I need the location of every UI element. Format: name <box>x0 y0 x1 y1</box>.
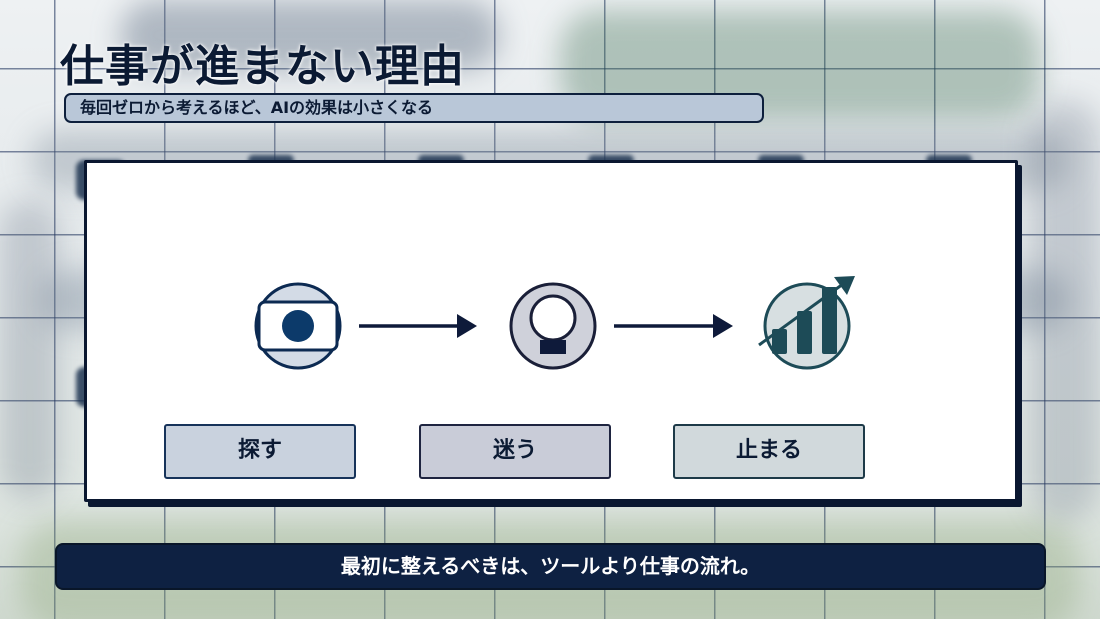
lightbulb-icon <box>509 282 597 370</box>
step-hesitate-label: 迷う <box>419 424 611 479</box>
step-search-label: 探す <box>164 424 356 479</box>
arrow-head-icon <box>457 314 477 338</box>
step-stop-label: 止まる <box>673 424 865 479</box>
footer-banner: 最初に整えるべきは、ツールより仕事の流れ。 <box>55 543 1046 590</box>
search-screen-icon <box>254 282 342 370</box>
background-blur-shape <box>0 200 60 500</box>
background-blur-shape <box>1030 100 1100 520</box>
slide-title: 仕事が進まない理由 <box>60 41 465 92</box>
growth-chart-icon <box>758 276 855 370</box>
process-flow-diagram <box>254 276 855 370</box>
arrow-head-icon <box>713 314 733 338</box>
slide-subtitle: 毎回ゼロから考えるほど、AIの効果は小さくなる <box>64 93 764 123</box>
background-blur-shape <box>120 0 500 70</box>
process-card: 探す 迷う 止まる <box>84 160 1018 502</box>
